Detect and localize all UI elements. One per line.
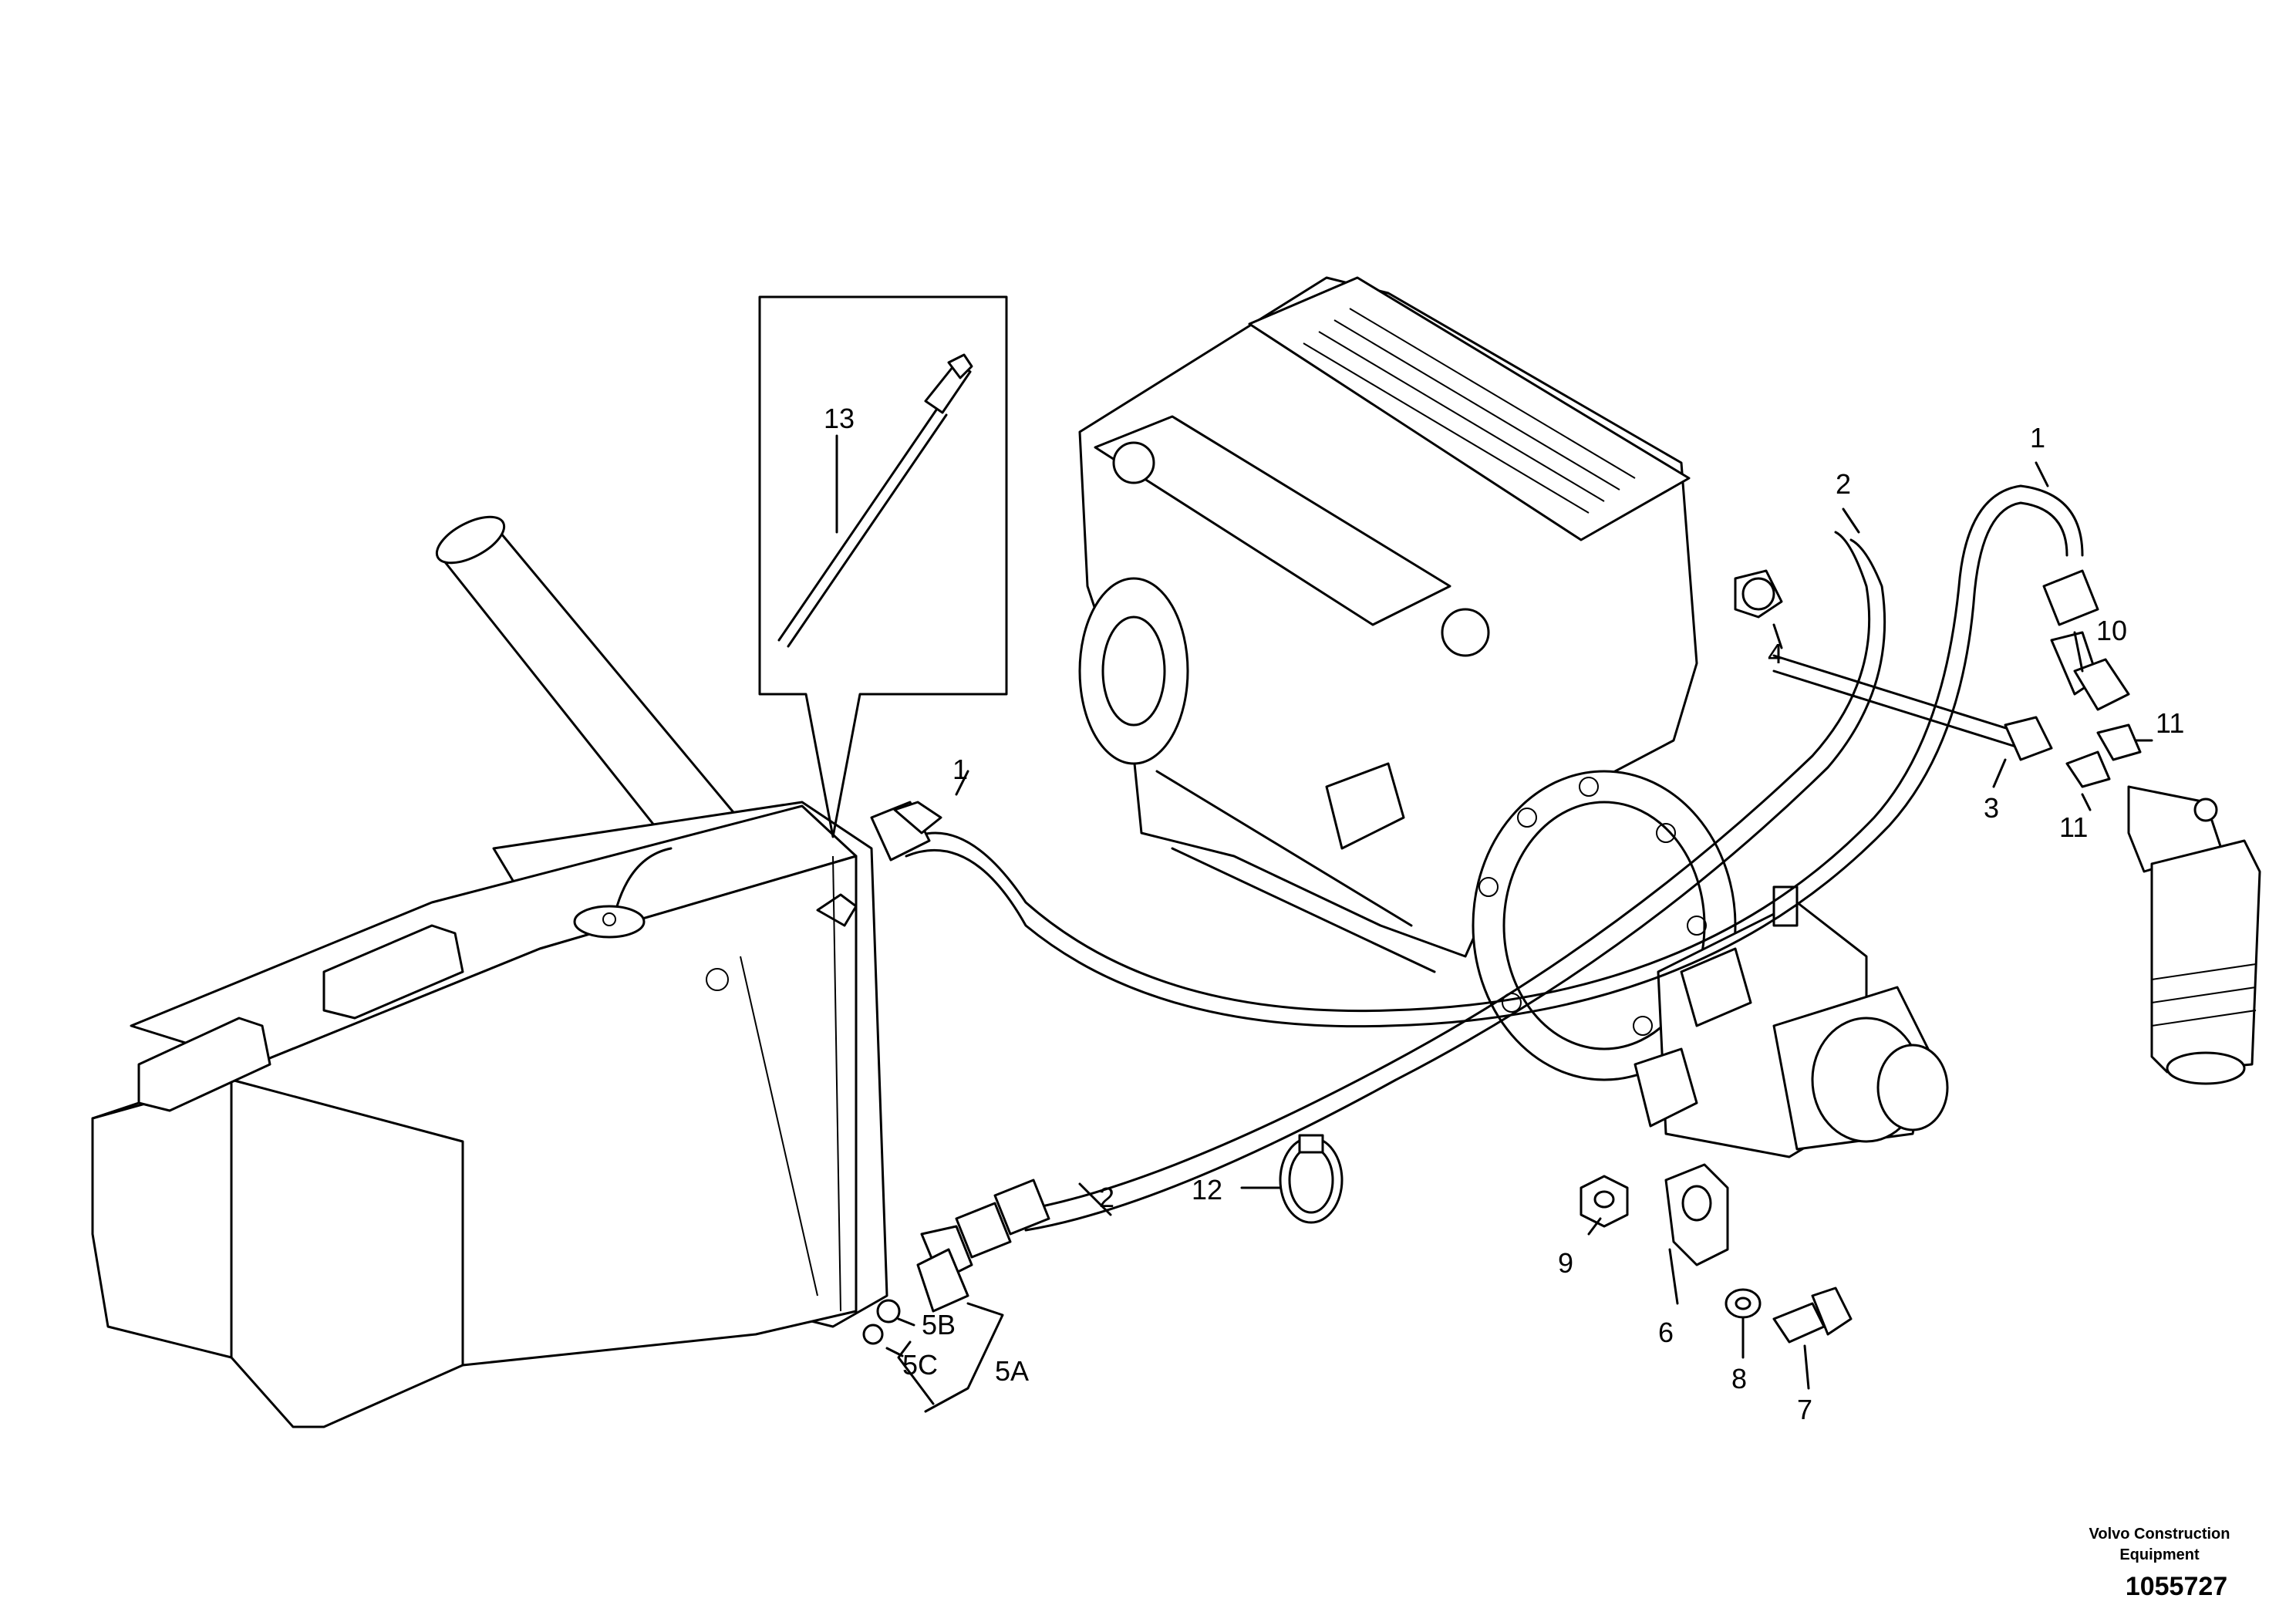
fittings <box>862 569 2142 1345</box>
fuel-tank <box>91 515 888 1428</box>
caption-company: Volvo Construction <box>2089 1526 2230 1543</box>
callout-6: 6 <box>1658 1317 1674 1348</box>
callout-12: 12 <box>1192 1174 1222 1206</box>
callout-1-tank: 1 <box>952 754 968 785</box>
callout-2-top: 2 <box>1836 468 1851 500</box>
callout-13: 13 <box>824 403 855 434</box>
callout-7: 7 <box>1797 1394 1812 1425</box>
callout-10: 10 <box>2096 615 2127 646</box>
callout-3: 3 <box>1984 792 1999 824</box>
inset-detail <box>758 295 1008 838</box>
callout-9: 9 <box>1558 1247 1573 1279</box>
loose-parts <box>1279 1134 1853 1344</box>
leader-lines <box>885 461 2153 1413</box>
callout-5B: 5B <box>922 1309 956 1340</box>
engine <box>1078 276 1737 1081</box>
callout-labels: 13 1 2 1 2 3 4 10 11 11 12 9 6 8 7 5B 5C… <box>824 403 2184 1425</box>
callout-1-filter: 1 <box>2030 422 2045 454</box>
callout-11-lower: 11 <box>2059 811 2088 843</box>
fuel-filter <box>2127 785 2261 1085</box>
callout-2-tank: 2 <box>1099 1182 1114 1213</box>
callout-4: 4 <box>1768 638 1783 669</box>
callout-5A: 5A <box>995 1355 1029 1387</box>
callout-5C: 5C <box>902 1349 938 1381</box>
caption-company-2: Equipment <box>2119 1546 2200 1563</box>
caption-drawing-number: 1055727 <box>2126 1572 2227 1601</box>
hydraulic-pump <box>1633 885 1949 1158</box>
callout-8: 8 <box>1731 1363 1747 1394</box>
caption: Volvo Construction Equipment 1055727 <box>2089 1526 2230 1601</box>
fuel-hoses <box>905 484 2084 1232</box>
callout-11-upper: 11 <box>2156 707 2184 739</box>
